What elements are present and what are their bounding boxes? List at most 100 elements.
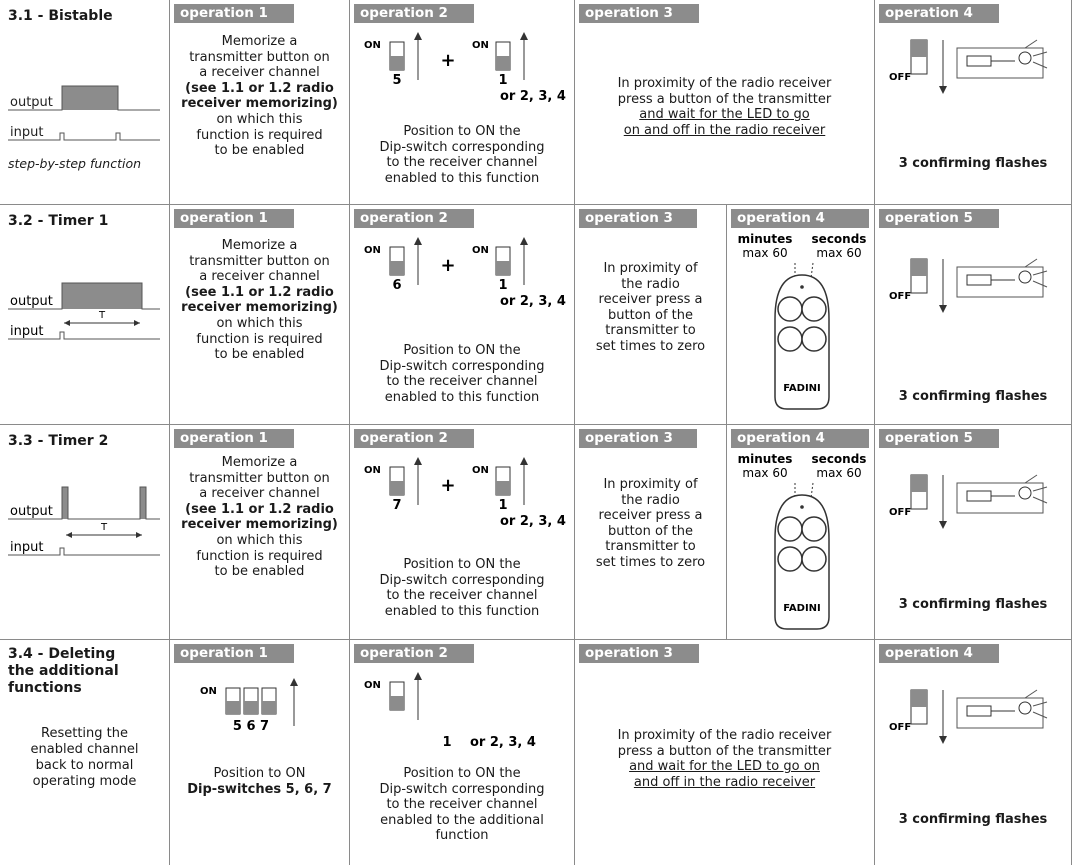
svg-text:max 60: max 60 — [742, 246, 787, 260]
timer1-timing-diagram: T output input — [8, 282, 160, 340]
op-text: Position to ON the Dip-switch correspond… — [379, 343, 545, 405]
row2-side: 3.2 - Timer 1 T output input — [0, 205, 170, 425]
op-header: operation 3 — [579, 429, 697, 448]
output-label: output — [10, 95, 53, 110]
row3-op2: operation 2 ON 7 + ON 1 or 2, 3, 4 Posit… — [350, 425, 575, 640]
svg-text:OFF: OFF — [889, 72, 911, 83]
svg-text:+: + — [440, 475, 455, 496]
op-header: operation 4 — [879, 4, 999, 23]
svg-text:ON: ON — [364, 40, 381, 51]
op-header: operation 4 — [731, 429, 869, 448]
input-label: input — [10, 125, 43, 140]
op-header: operation 1 — [174, 209, 294, 228]
svg-text:5 6 7: 5 6 7 — [233, 719, 269, 734]
op-header: operation 1 — [174, 429, 294, 448]
op-header: operation 2 — [354, 209, 474, 228]
section-title: 3.2 - Timer 1 — [8, 213, 109, 229]
transmitter-graphic: minutes seconds max 60 max 60 FADINI — [738, 452, 867, 630]
op-header: operation 3 — [579, 209, 697, 228]
svg-text:5: 5 — [392, 73, 401, 88]
dip-switch-graphic: ON 6 + ON 1 or 2, 3, 4 — [364, 237, 566, 309]
svg-text:ON: ON — [472, 245, 489, 256]
confirm-text: 3 confirming flashes — [898, 156, 1048, 171]
svg-text:1: 1 — [498, 278, 507, 293]
op-header: operation 2 — [354, 644, 474, 663]
svg-text:ON: ON — [364, 465, 381, 476]
row3-side: 3.3 - Timer 2 T output input — [0, 425, 170, 640]
receiver-led-graphic: OFF — [889, 39, 1048, 94]
row2-op2: operation 2 ON 6 + ON 1 or 2, 3, 4 Posit… — [350, 205, 575, 425]
op-text: Memorize a transmitter button on a recei… — [181, 34, 338, 159]
confirm-text: 3 confirming flashes — [898, 597, 1048, 612]
dip-switch-triple-graphic: ON 5 6 7 — [200, 678, 298, 734]
svg-text:ON: ON — [472, 465, 489, 476]
row2-op1: operation 1 Memorize a transmitter butto… — [170, 205, 350, 425]
row3-op3: operation 3 In proximity of the radio re… — [575, 425, 727, 640]
confirm-text: 3 confirming flashes — [898, 389, 1048, 404]
svg-text:T: T — [98, 310, 106, 321]
svg-text:seconds: seconds — [812, 452, 867, 466]
row4-op2: operation 2 ON 1 or 2, 3, 4 Position to … — [350, 640, 575, 865]
row1-op1: operation 1 Memorize a transmitter butto… — [170, 0, 350, 205]
op-header: operation 2 — [354, 4, 474, 23]
op-text: In proximity of the radio receiver press… — [617, 76, 832, 138]
op-header: operation 2 — [354, 429, 474, 448]
svg-text:max 60: max 60 — [742, 466, 787, 480]
confirm-text: 3 confirming flashes — [898, 812, 1048, 827]
op-header: operation 4 — [879, 644, 999, 663]
op-text: Position to ON the Dip-switch correspond… — [379, 557, 545, 619]
op-header: operation 4 — [731, 209, 869, 228]
op-text: In proximity of the radio receiver press… — [595, 261, 706, 354]
svg-text:max 60: max 60 — [816, 246, 861, 260]
section-title: 3.3 - Timer 2 — [8, 433, 109, 449]
row3-op4: operation 4 minutes seconds max 60 max 6… — [727, 425, 875, 640]
op-header: operation 3 — [579, 4, 699, 23]
row4-side: 3.4 - Deleting the additional functions … — [0, 640, 170, 865]
row3-op5: operation 5 OFF 3 confirming flashes — [875, 425, 1072, 640]
op-text: In proximity of the radio receiver press… — [617, 728, 832, 790]
transmitter-graphic: minutes seconds max 60 max 60 FADINI — [738, 232, 867, 410]
op-header: operation 3 — [579, 644, 699, 663]
row1-op4: operation 4 OFF 3 confirming flashes — [875, 0, 1072, 205]
svg-text:1: 1 — [498, 73, 507, 88]
dip-switch-graphic: ON 1 or 2, 3, 4 — [364, 672, 536, 750]
op-text: Position to ON the Dip-switch correspond… — [379, 124, 545, 186]
row4-op1: operation 1 ON 5 6 7 Position to ON Dip-… — [170, 640, 350, 865]
svg-text:FADINI: FADINI — [783, 603, 821, 614]
op-header: operation 5 — [879, 429, 999, 448]
output-label: output — [10, 504, 53, 519]
svg-text:max 60: max 60 — [816, 466, 861, 480]
svg-text:minutes: minutes — [738, 452, 793, 466]
svg-text:ON: ON — [364, 680, 381, 691]
op-text: Memorize a transmitter button on a recei… — [181, 238, 338, 363]
svg-text:+: + — [440, 50, 455, 71]
svg-text:OFF: OFF — [889, 507, 911, 518]
op-header: operation 1 — [174, 4, 294, 23]
row1-op3: operation 3 In proximity of the radio re… — [575, 0, 875, 205]
svg-text:T: T — [100, 522, 108, 533]
op-text: Position to ON Dip-switches 5, 6, 7 — [187, 766, 332, 797]
section-description: Resetting the enabled channel back to no… — [30, 726, 139, 789]
row2-op5: operation 5 OFF 3 confirming flashes — [875, 205, 1072, 425]
row3-op1: operation 1 Memorize a transmitter butto… — [170, 425, 350, 640]
svg-text:or 2, 3, 4: or 2, 3, 4 — [470, 735, 536, 750]
receiver-led-graphic: OFF — [889, 474, 1048, 529]
receiver-led-graphic: OFF — [889, 258, 1048, 313]
op-text: Memorize a transmitter button on a recei… — [181, 455, 338, 580]
caption: step-by-step function — [8, 156, 142, 171]
svg-text:1: 1 — [442, 735, 451, 750]
dip-switch-graphic: ON 7 + ON 1 or 2, 3, 4 — [364, 457, 566, 529]
row4-op4: operation 4 OFF 3 confirming flashes — [875, 640, 1072, 865]
op-text: Position to ON the Dip-switch correspond… — [379, 766, 545, 844]
svg-text:FADINI: FADINI — [783, 383, 821, 394]
timer2-timing-diagram: T output input — [8, 486, 160, 556]
svg-text:6: 6 — [392, 278, 401, 293]
row1-op2: operation 2 ON 5 + ON 1 or 2, 3, 4 Posit… — [350, 0, 575, 205]
dip-switch-graphic: ON 5 + ON 1 or 2, 3, 4 — [364, 32, 566, 104]
svg-text:minutes: minutes — [738, 232, 793, 246]
input-label: input — [10, 324, 43, 339]
row4-op3: operation 3 In proximity of the radio re… — [575, 640, 875, 865]
svg-text:ON: ON — [200, 686, 217, 697]
svg-text:or 2, 3, 4: or 2, 3, 4 — [500, 294, 566, 309]
svg-text:seconds: seconds — [812, 232, 867, 246]
